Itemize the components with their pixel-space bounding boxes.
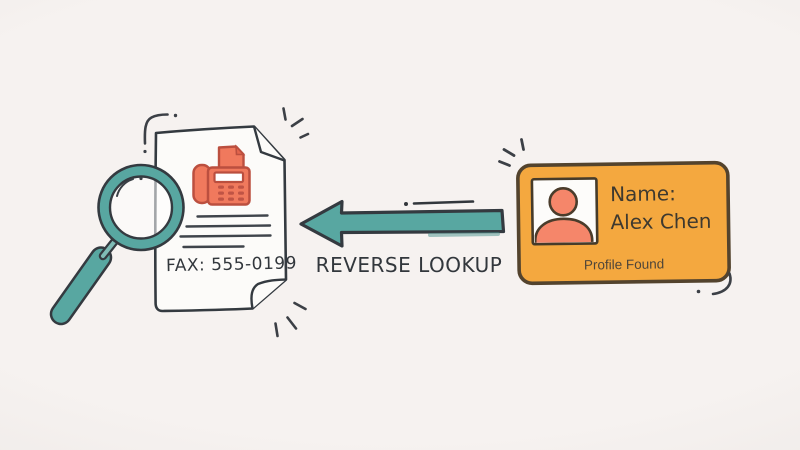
- arrow-shape: [299, 199, 506, 248]
- lens-highlight: [116, 178, 134, 197]
- profile-status: Profile Found: [584, 256, 664, 272]
- fax-keypad: [218, 185, 244, 201]
- left-arrow-icon: REVERSE LOOKUP: [299, 199, 506, 277]
- document: FAX: 555-0199: [153, 125, 297, 313]
- accent-line-above-arrow: [404, 200, 475, 206]
- sparkle-marks-card-top-left: [498, 138, 525, 167]
- magnifier-handle: [52, 248, 110, 323]
- accent-curve-document-top-left: [143, 113, 178, 154]
- person-avatar-icon: [533, 187, 594, 243]
- magnifier-ring: [99, 165, 183, 250]
- magnifying-glass-icon: [49, 163, 185, 326]
- paper-curl-bottom-right: [250, 278, 287, 309]
- sparkle-marks-document-top-right: [282, 107, 310, 139]
- reverse-lookup-label: REVERSE LOOKUP: [316, 253, 503, 277]
- accent-curve-card-bottom-right: [696, 272, 732, 296]
- paper-fold-top-right: [252, 126, 285, 162]
- fax-machine-icon: [192, 144, 251, 206]
- name-label: Name:: [610, 181, 676, 206]
- sparkle-marks-document-bottom-right: [274, 301, 307, 338]
- document-text-lines: [179, 214, 272, 249]
- profile-card: Name: Alex Chen Profile Found: [516, 160, 731, 286]
- fax-number-label: FAX: 555-0199: [166, 253, 297, 276]
- paper: [153, 125, 288, 313]
- name-value: Alex Chen: [610, 209, 711, 234]
